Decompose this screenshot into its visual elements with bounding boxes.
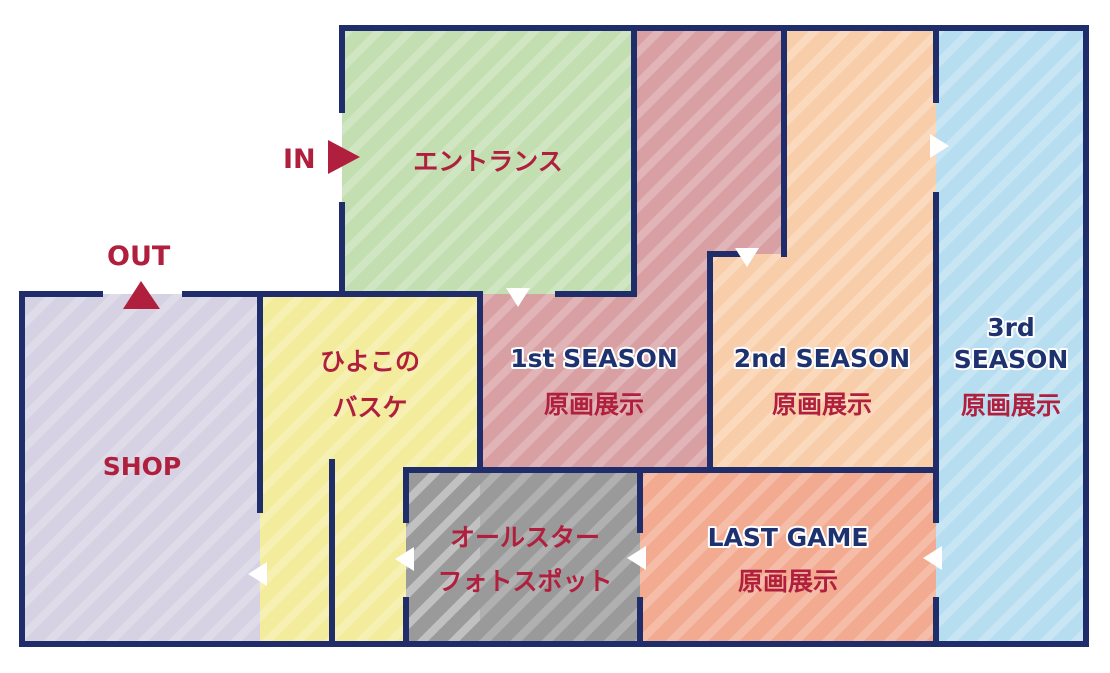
season3-label-line1: 3rd [987,313,1035,342]
lastgame-label-line1: LAST GAME [708,523,869,552]
arrow-left-icon [627,546,646,570]
arrow-left-icon [248,562,267,586]
arrow-left-icon [395,547,414,571]
out-marker: OUT [107,241,171,309]
out-label: OUT [107,241,171,272]
shop-label: SHOP [103,452,182,481]
room-labels: エントランス 1st SEASON 原画展示 2nd SEASON 原画展示 3… [103,147,1071,596]
allstar-label-line2: フォトスポット [437,567,612,596]
arrow-right-icon [328,140,360,174]
in-label: IN [283,144,316,175]
flow-arrows [248,134,949,586]
walls [19,25,1089,647]
allstar-label-line1: オールスター [450,523,600,552]
season1-label-line2: 原画展示 [544,390,644,419]
arrow-up-icon [123,281,160,309]
entrance-label: エントランス [413,147,563,176]
arrow-down-icon [735,248,759,267]
season2-label-line2: 原画展示 [772,390,872,419]
season1-label-line1: 1st SEASON [510,344,678,373]
season3-label-line2: SEASON [954,345,1069,374]
arrow-down-icon [506,288,530,307]
season2-label-line1: 2nd SEASON [734,344,910,373]
hiyoko-label-line2: バスケ [332,393,407,422]
arrow-left-icon [923,546,942,570]
arrow-right-icon [930,134,949,158]
in-marker: IN [283,140,360,175]
hiyoko-label-line1: ひよこの [320,347,420,376]
lastgame-label-line2: 原画展示 [738,567,838,596]
season3-label-line3: 原画展示 [961,391,1061,420]
